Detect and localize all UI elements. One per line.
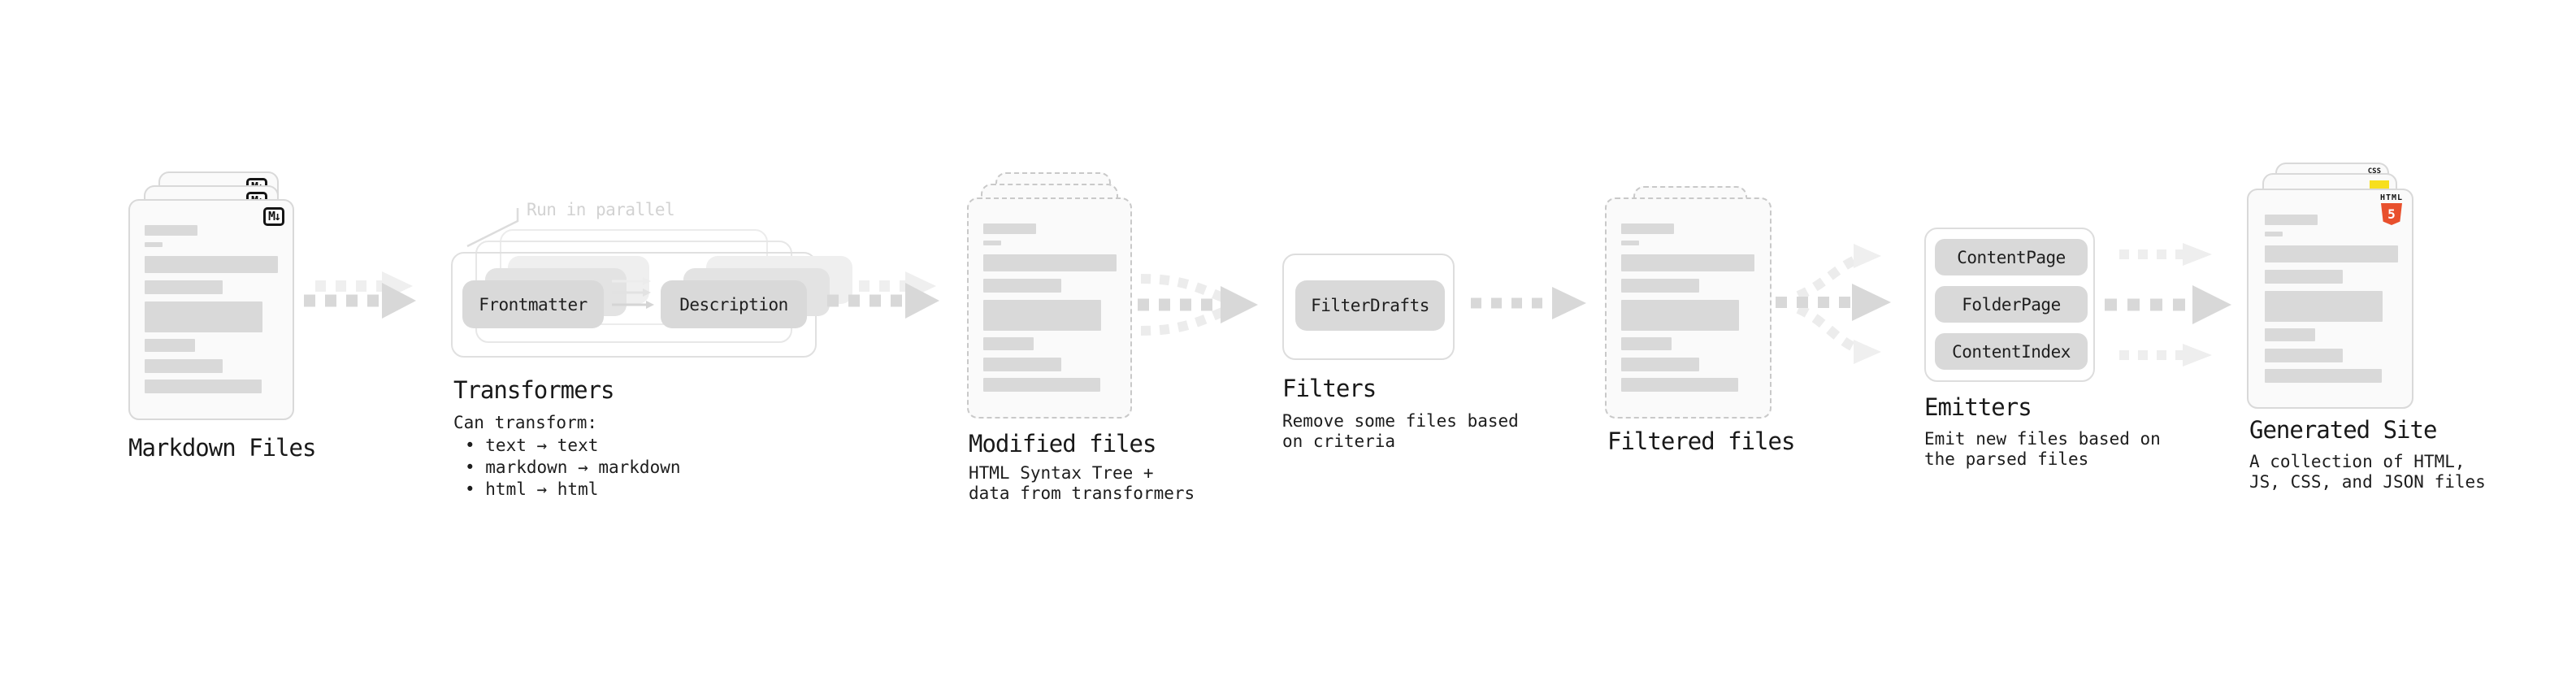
transformers-description-title: Can transform:	[453, 413, 598, 432]
document-placeholder-lines	[1621, 223, 1754, 392]
stage-emitters-panel: ContentPage FolderPage ContentIndex	[1924, 228, 2095, 382]
placeholder-bar	[1621, 337, 1672, 350]
placeholder-bar	[2265, 328, 2315, 341]
placeholder-bar	[1621, 358, 1699, 371]
placeholder-bar	[983, 378, 1100, 392]
placeholder-bar	[1621, 254, 1754, 271]
emitters-description: Emit new files based on the parsed files	[1924, 429, 2161, 469]
file-card-front	[1605, 197, 1772, 419]
bullet-item: • text → text	[465, 436, 599, 455]
bullet-item: • markdown → markdown	[465, 458, 681, 477]
placeholder-bar	[1621, 378, 1738, 392]
filter-chip-filterdrafts: FilterDrafts	[1295, 280, 1445, 331]
placeholder-bar	[145, 256, 278, 273]
stage-label-emitters: Emitters	[1924, 393, 2032, 421]
markdown-icon: M↓	[262, 207, 284, 226]
placeholder-bar	[145, 301, 262, 332]
placeholder-bar	[145, 242, 163, 247]
parallel-transform-arrows-icon	[612, 277, 654, 309]
stage-label-generated-site: Generated Site	[2249, 416, 2437, 444]
placeholder-bar	[983, 254, 1117, 271]
emitter-chip-contentindex: ContentIndex	[1935, 333, 2088, 370]
stage-filtered-files	[1605, 186, 1772, 419]
stage-markdown-files: M↓ M↓ M↓	[128, 171, 297, 423]
placeholder-bar	[983, 337, 1034, 350]
placeholder-bar	[1621, 300, 1739, 331]
stage-filters-panel: FilterDrafts	[1282, 254, 1455, 360]
placeholder-bar	[983, 358, 1061, 371]
stage-label-modified-files: Modified files	[969, 430, 1156, 458]
stage-label-filters: Filters	[1282, 375, 1377, 402]
placeholder-bar	[2265, 245, 2398, 262]
filters-description: Remove some files based on criteria	[1282, 411, 1519, 451]
placeholder-bar	[2265, 291, 2383, 322]
placeholder-bar	[2265, 270, 2343, 284]
placeholder-bar	[145, 380, 262, 393]
placeholder-bar	[983, 279, 1061, 293]
placeholder-bar	[2265, 369, 2382, 383]
stage-modified-files	[967, 172, 1132, 419]
placeholder-bar	[983, 300, 1101, 331]
modified-files-description: HTML Syntax Tree + data from transformer…	[969, 463, 1195, 503]
document-placeholder-lines	[983, 223, 1117, 392]
placeholder-bar	[145, 359, 223, 373]
html5-icon-label: HTML	[2379, 193, 2404, 202]
html5-icon: HTML 5	[2378, 193, 2405, 225]
transformer-chip-frontmatter: Frontmatter	[462, 280, 604, 328]
emitter-chip-folderpage: FolderPage	[1935, 286, 2088, 323]
generated-site-description: A collection of HTML, JS, CSS, and JSON …	[2249, 452, 2486, 492]
transformer-chip-description: Description	[661, 280, 807, 328]
arrow-transformers-to-modified	[827, 271, 939, 319]
stage-generated-site: CSS HTML 5	[2247, 163, 2413, 409]
bullet-item: • html → html	[465, 479, 599, 499]
stage-label-markdown-files: Markdown Files	[128, 434, 316, 462]
callout-leader-line	[466, 208, 519, 248]
placeholder-bar	[2265, 232, 2283, 236]
arrow-emitters-to-generated	[2105, 243, 2231, 367]
document-placeholder-lines	[2265, 215, 2398, 383]
run-in-parallel-callout: Run in parallel	[527, 200, 675, 219]
placeholder-bar	[1621, 279, 1699, 293]
placeholder-bar	[1621, 223, 1674, 234]
placeholder-bar	[145, 339, 195, 352]
css-icon-label: CSS	[2367, 167, 2381, 176]
arrow-markdown-to-transformers	[304, 271, 416, 319]
html5-shield: 5	[2381, 203, 2402, 225]
file-card-front	[967, 197, 1132, 419]
placeholder-bar	[1621, 241, 1639, 245]
stage-label-transformers: Transformers	[453, 376, 615, 404]
arrow-modified-to-filters	[1138, 274, 1258, 336]
placeholder-bar	[145, 225, 197, 236]
placeholder-bar	[145, 280, 223, 294]
placeholder-bar	[983, 223, 1036, 234]
html5-number: 5	[2387, 206, 2396, 222]
stage-transformers: Frontmatter Description	[451, 229, 852, 361]
placeholder-bar	[983, 241, 1001, 245]
placeholder-bar	[2265, 349, 2343, 362]
emitter-chip-contentpage: ContentPage	[1935, 239, 2088, 275]
arrow-filtered-to-emitters	[1776, 244, 1891, 364]
file-card-html: HTML 5	[2247, 189, 2413, 409]
placeholder-bar	[2265, 215, 2318, 225]
transformers-bullet-list: • text → text • markdown → markdown • ht…	[465, 435, 681, 501]
arrow-filters-to-filtered	[1471, 287, 1586, 319]
stage-label-filtered-files: Filtered files	[1607, 427, 1795, 455]
document-placeholder-lines	[145, 225, 278, 393]
file-card-front: M↓	[128, 199, 294, 420]
